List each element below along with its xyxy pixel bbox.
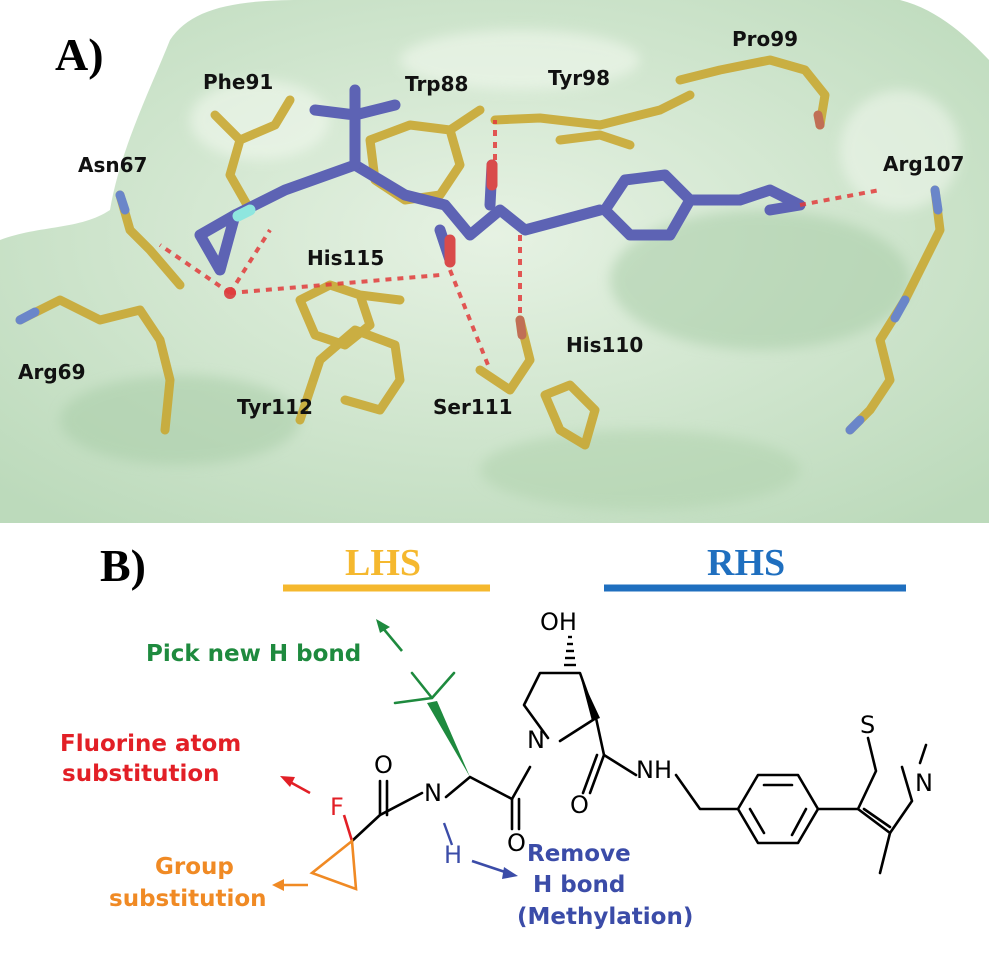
annotation-group-line2: substitution <box>109 886 267 912</box>
atom-s: S <box>860 711 876 739</box>
green-wedge <box>427 701 470 777</box>
annotation-remove-line1: Remove <box>527 841 631 867</box>
panel-b-label: B) <box>100 540 146 591</box>
annotation-remove-line2: H bond <box>533 872 626 898</box>
residue-label-phe91: Phe91 <box>203 70 274 94</box>
panel-b-chemical-structure: B) LHS RHS Pick new H bond Fluorine atom… <box>0 523 989 955</box>
atom-oh: OH <box>540 608 577 636</box>
pro99-stick <box>675 55 830 130</box>
cyclopropane-ring <box>309 838 358 891</box>
atom-nh: NH <box>636 756 672 784</box>
ligand-tert-butyl <box>309 84 401 171</box>
remove-arrowhead <box>502 867 518 879</box>
arg69-stick <box>15 295 175 435</box>
atom-n-amide: N <box>424 779 442 807</box>
protein-surface-render <box>0 0 989 523</box>
wedge-bond <box>580 675 600 721</box>
atom-n-thiazole: N <box>915 769 933 797</box>
residue-atom-tips <box>15 110 943 435</box>
ligand-backbone <box>229 159 606 241</box>
hydrogen-bonds <box>158 120 881 371</box>
residue-label-arg107: Arg107 <box>883 152 965 176</box>
tert-butyl-group <box>393 671 456 705</box>
residue-label-his110: His110 <box>566 333 644 357</box>
annotation-remove-line3: (Methylation) <box>517 904 694 930</box>
ser111-stick <box>475 315 535 395</box>
ligand-cyclopropyl <box>194 209 241 276</box>
surface-shading <box>60 30 960 510</box>
skeleton-bonds <box>350 671 928 875</box>
ligand-heteroatoms <box>232 159 498 268</box>
atom-f: F <box>330 793 344 821</box>
remove-arrow-line <box>471 859 509 875</box>
residue-label-tyr98: Tyr98 <box>548 66 611 90</box>
phe91-stick <box>210 95 295 215</box>
tyr112-stick <box>295 325 405 425</box>
rhs-label: RHS <box>707 542 786 584</box>
structure-drawing <box>272 584 928 891</box>
lhs-label: LHS <box>345 542 422 584</box>
atom-o-amide3: O <box>570 791 589 819</box>
annotation-pick-h-bond: Pick new H bond <box>146 641 362 667</box>
panel-a-label: A) <box>55 29 104 80</box>
fluorine-bond <box>342 814 354 842</box>
residue-label-tyr112: Tyr112 <box>237 395 313 419</box>
atom-o-amide1: O <box>374 751 393 779</box>
annotation-fluorine-line2: substitution <box>62 761 220 787</box>
fluorine-arrowhead <box>280 776 295 787</box>
pick-h-bond-arrow-line <box>381 626 403 652</box>
ligand-thiazole <box>684 184 806 216</box>
tyr98-stick <box>490 90 695 150</box>
pick-h-bond-arrowhead <box>376 619 390 633</box>
atom-o-amide2: O <box>507 829 526 857</box>
annotation-group-line1: Group <box>155 854 234 880</box>
residue-label-ser111: Ser111 <box>433 395 513 419</box>
group-arrowhead <box>272 879 284 891</box>
fluorine-arrow-line <box>289 780 311 795</box>
residue-label-asn67: Asn67 <box>78 153 148 177</box>
his110-stick <box>540 380 600 450</box>
residue-label-pro99: Pro99 <box>732 27 799 51</box>
residue-label-arg69: Arg69 <box>18 360 86 384</box>
atom-n-pyrrolidine: N <box>527 726 545 754</box>
atom-h: H <box>444 841 463 869</box>
panel-a-protein-structure: A) Phe91 Trp88 Tyr98 Pro99 Asn67 Arg107 … <box>0 0 989 523</box>
residue-label-trp88: Trp88 <box>405 72 469 96</box>
hashed-oh-bond <box>564 635 576 667</box>
annotation-fluorine-line1: Fluorine atom <box>60 731 242 757</box>
n-h-bond <box>442 822 454 846</box>
residue-label-his115: His115 <box>307 246 385 270</box>
